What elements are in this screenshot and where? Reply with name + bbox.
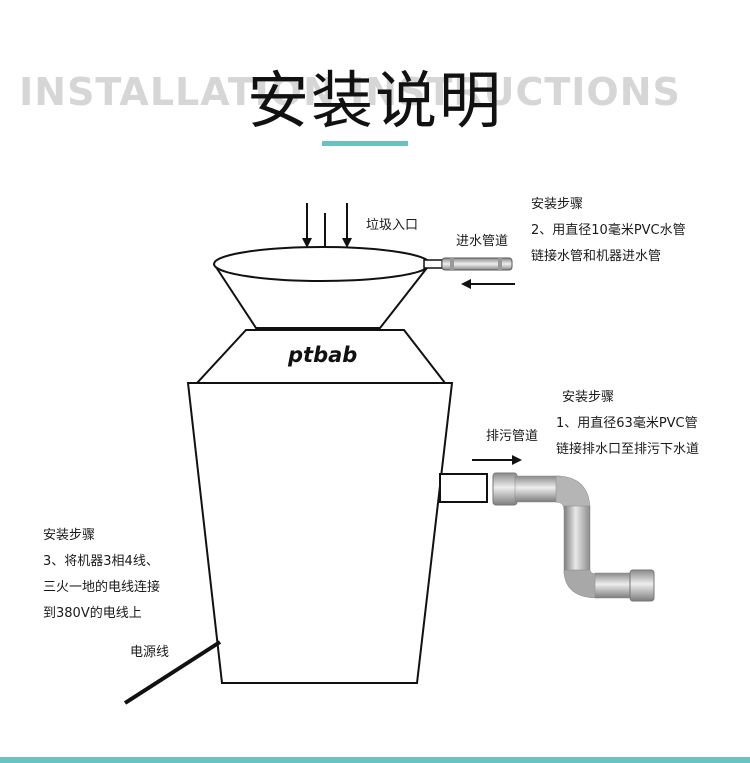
drain-outlet xyxy=(439,473,488,503)
power-cord xyxy=(123,640,222,705)
power-cord-label: 电源线 xyxy=(130,645,170,660)
brand-logo: ptbab xyxy=(288,343,358,367)
step2-line-2: 链接水管和机器进水管 xyxy=(531,249,662,264)
step2-line-1: 2、用直径10毫米PVC水管 xyxy=(531,223,686,238)
inlet-pipe xyxy=(423,257,513,271)
drain-pipe-label: 排污管道 xyxy=(486,429,539,444)
page-title: 安装说明 xyxy=(246,64,503,137)
drain-pvc-pipe xyxy=(492,472,655,602)
step3-line-1: 3、将机器3相4线、 xyxy=(43,554,159,569)
background-title: INSTALLATION INSTRUCTIONS xyxy=(19,70,681,114)
garbage-inlet-label: 垃圾入口 xyxy=(366,218,419,233)
step1-block: 安装步骤 1、用直径63毫米PVC管 链接排水口至排污下水道 xyxy=(556,385,699,463)
title-underline xyxy=(322,141,408,146)
step3-line-2: 三火一地的电线连接 xyxy=(43,580,161,595)
step2-heading: 安装步骤 xyxy=(531,197,584,212)
step3-block: 安装步骤 3、将机器3相4线、 三火一地的电线连接 到380V的电线上 xyxy=(43,523,160,627)
bottom-band xyxy=(0,757,750,763)
step1-heading: 安装步骤 xyxy=(562,390,615,405)
water-inlet-pipe-label: 进水管道 xyxy=(456,234,509,249)
step1-line-1: 1、用直径63毫米PVC管 xyxy=(556,416,698,431)
funnel xyxy=(213,246,431,329)
machine-body xyxy=(186,382,454,684)
step1-line-2: 链接排水口至排污下水道 xyxy=(556,442,700,457)
step3-line-3: 到380V的电线上 xyxy=(43,606,142,621)
step3-heading: 安装步骤 xyxy=(43,528,96,543)
step2-block: 安装步骤 2、用直径10毫米PVC水管 链接水管和机器进水管 xyxy=(531,192,686,270)
